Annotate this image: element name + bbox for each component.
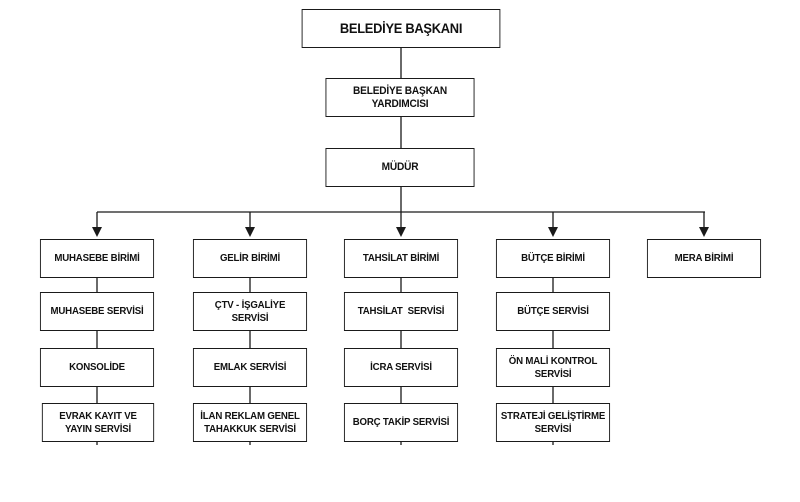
service-box: TAHSİLAT SERVİSİ [343, 292, 459, 331]
deputy-mayor-box: BELEDİYE BAŞKAN YARDIMCISI [325, 78, 475, 117]
service-box: İCRA SERVİSİ [343, 348, 459, 387]
service-box: BÜTÇE SERVİSİ [495, 292, 611, 331]
service-box: ÖN MALİ KONTROL SERVİSİ [495, 348, 611, 387]
service-label: KONSOLİDE [69, 361, 125, 373]
service-box: EVRAK KAYIT VE YAYIN SERVİSİ [41, 403, 155, 442]
service-label: ÇTV - İŞGALİYE SERVİSİ [214, 298, 286, 324]
mayor-box: BELEDİYE BAŞKANI [301, 9, 501, 48]
arrow-down-icon [92, 227, 102, 237]
service-label: İLAN REKLAM GENEL TAHAKKUK SERVİSİ [200, 409, 300, 435]
unit-box: MUHASEBE BİRİMİ [39, 239, 155, 278]
unit-label: GELİR BİRİMİ [219, 252, 281, 264]
service-box: BORÇ TAKİP SERVİSİ [343, 403, 459, 442]
service-label: EMLAK SERVİSİ [213, 361, 287, 373]
unit-label: MUHASEBE BİRİMİ [54, 252, 140, 264]
unit-box: GELİR BİRİMİ [192, 239, 308, 278]
service-label: BÜTÇE SERVİSİ [517, 305, 589, 317]
service-label: MUHASEBE SERVİSİ [50, 305, 144, 317]
arrow-down-icon [699, 227, 709, 237]
unit-label: MERA BİRİMİ [674, 252, 734, 264]
service-label: STRATEJİ GELİŞTİRME SERVİSİ [500, 409, 606, 435]
arrow-down-icon [245, 227, 255, 237]
service-box: MUHASEBE SERVİSİ [39, 292, 155, 331]
unit-box: TAHSİLAT BİRİMİ [343, 239, 459, 278]
service-box: STRATEJİ GELİŞTİRME SERVİSİ [495, 403, 611, 442]
service-box: EMLAK SERVİSİ [192, 348, 308, 387]
director-label: MÜDÜR [381, 161, 419, 173]
director-box: MÜDÜR [325, 148, 475, 187]
service-label: ÖN MALİ KONTROL SERVİSİ [508, 354, 598, 380]
unit-box: BÜTÇE BİRİMİ [495, 239, 611, 278]
mayor-label: BELEDİYE BAŞKANI [339, 20, 463, 36]
service-label: EVRAK KAYIT VE YAYIN SERVİSİ [59, 409, 137, 435]
service-box: KONSOLİDE [39, 348, 155, 387]
service-box: İLAN REKLAM GENEL TAHAKKUK SERVİSİ [192, 403, 308, 442]
unit-label: BÜTÇE BİRİMİ [521, 252, 585, 264]
service-label: İCRA SERVİSİ [370, 361, 432, 373]
service-label: TAHSİLAT SERVİSİ [357, 305, 445, 317]
service-label: BORÇ TAKİP SERVİSİ [352, 416, 450, 428]
unit-box: MERA BİRİMİ [646, 239, 762, 278]
service-box: ÇTV - İŞGALİYE SERVİSİ [192, 292, 308, 331]
deputy-mayor-label: BELEDİYE BAŞKAN YARDIMCISI [353, 84, 447, 110]
unit-label: TAHSİLAT BİRİMİ [362, 252, 440, 264]
arrow-down-icon [548, 227, 558, 237]
arrow-down-icon [396, 227, 406, 237]
